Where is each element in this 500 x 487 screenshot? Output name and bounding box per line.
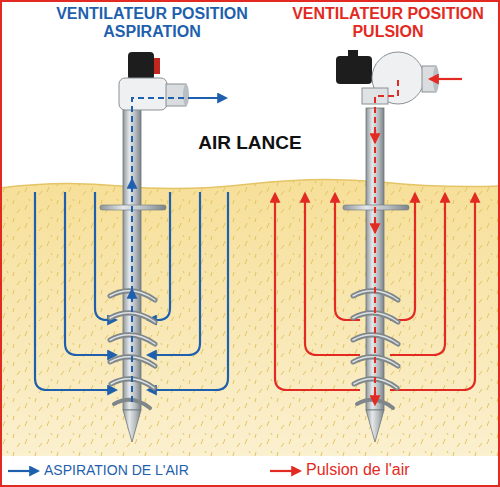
inner-airflow-arrows [132,79,462,404]
left-fan [119,52,189,110]
right-fan [336,50,439,104]
fan-position-heading: VENTILATEUR POSITION ASPIRATION [52,5,252,42]
legend-text: ASPIRATION DE L'AIR [44,462,189,478]
legend-text: Pulsion de l'air [306,461,410,479]
fan-position-heading: VENTILATEUR POSITION PULSION [288,5,488,42]
soil [0,179,500,456]
diagram-title: AIR LANCE [198,132,301,154]
